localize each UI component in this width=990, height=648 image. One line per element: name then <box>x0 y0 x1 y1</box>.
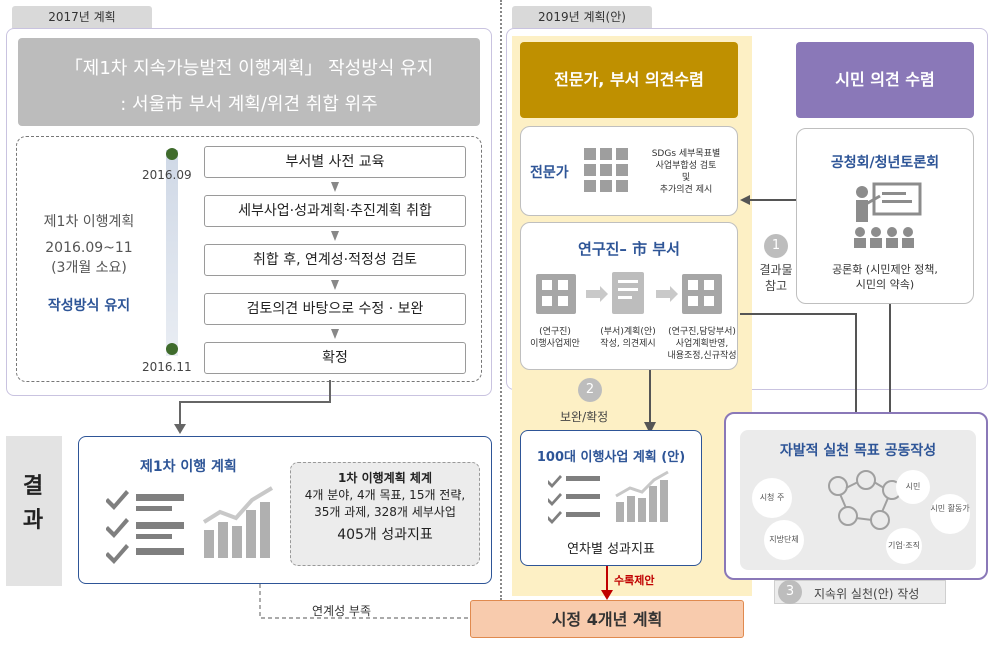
expert-header: 전문가, 부서 의견수렴 <box>520 42 738 118</box>
dept-process-icons <box>536 272 722 314</box>
goal-bubble-4: 지방단체 <box>764 520 804 560</box>
goal-bubble-3: 시민 활동가 <box>930 494 970 534</box>
plan100-bar-chart-icon <box>615 470 669 522</box>
side-info: 제1차 이행계획 2016.09~11 (3개월 소요) 작성방식 유지 <box>24 212 154 316</box>
forum-box <box>796 128 974 304</box>
expert-desc-3: 및 <box>681 173 691 183</box>
dept-item-2: (부서)계획(안) 작성, 의견제시 <box>592 326 664 350</box>
forum-desc: 공론화 (시민제안 정책, 시민의 약속) <box>796 262 974 292</box>
citizen-header: 시민 의견 수렴 <box>796 42 974 118</box>
left-header-line1: 「제1차 지속가능발전 이행계획」 작성방식 유지 <box>64 58 434 79</box>
system-line2: 35개 과제, 328개 세부사업 <box>314 505 456 519</box>
step1-text: 결과물 참고 <box>748 262 804 294</box>
people-network-icon <box>828 470 902 530</box>
step1-text-1: 결과물 <box>759 263 793 277</box>
result-label: 결과 <box>22 474 44 533</box>
timeline-start-dot <box>166 148 178 160</box>
step2-text: 보완/확정 <box>560 410 609 424</box>
process-frame <box>16 136 482 382</box>
result-plan-title: 제1차 이행 계획 <box>140 459 237 475</box>
dept-item-3-line2: 사업계획반영, <box>675 339 729 349</box>
dept-item-2-line1: (부서)계획(안) <box>600 327 656 337</box>
system-line1: 4개 분야, 4개 목표, 15개 전략, <box>304 488 466 502</box>
plan100-box <box>520 430 702 566</box>
result-checklist-icon <box>106 490 184 564</box>
forum-desc-2: 시민의 약속) <box>855 278 915 291</box>
side-duration: (3개월 소요) <box>51 260 127 276</box>
forum-title: 공청회/청년토론회 <box>830 155 940 171</box>
step1-text-2: 참고 <box>764 279 788 293</box>
expert-label: 전문가 <box>530 165 569 181</box>
date-end: 2016.11 <box>142 360 192 374</box>
result-bar-chart-icon <box>202 486 274 558</box>
dept-item-1-line1: (연구진) <box>539 327 571 337</box>
step3-pill <box>774 580 946 604</box>
side-period: 2016.09~11 <box>45 240 133 256</box>
step1-circle: 1 <box>764 234 788 258</box>
timeline-end-dot <box>166 343 178 355</box>
step-3: 취합 후, 연계성·적정성 검토 <box>204 244 466 276</box>
step3-circle: 3 <box>778 580 802 604</box>
step3-text: 지속위 실천(안) 작성 <box>814 587 920 601</box>
forum-desc-1: 공론화 (시민제안 정책, <box>832 263 938 276</box>
dept-title: 연구진– 市 부서 <box>578 240 680 258</box>
plan100-checklist-icon <box>548 475 600 524</box>
timeline-bar <box>166 150 178 356</box>
goal-bubble-2: 시민 <box>896 470 930 504</box>
result-system-box <box>290 462 480 566</box>
goal-title: 자발적 실천 목표 공동작성 <box>779 443 937 459</box>
expert-desc-4: 추가의견 제시 <box>659 185 713 195</box>
step-5: 확정 <box>204 342 466 374</box>
goal-bubble-5: 기업·조직 <box>886 528 922 564</box>
left-header: 「제1차 지속가능발전 이행계획」 작성방식 유지 : 서울市 부서 계획/위견… <box>18 38 480 126</box>
final-plan: 시정 4개년 계획 <box>470 600 744 638</box>
step-4: 검토의견 바탕으로 수정 · 보완 <box>204 293 466 325</box>
step2-circle: 2 <box>578 378 602 402</box>
plan100-sub: 연차별 성과지표 <box>567 542 655 557</box>
side-method: 작성방식 유지 <box>47 298 131 314</box>
submit-label: 수록제안 <box>614 574 655 587</box>
dept-item-1-line2: 이행사업제안 <box>530 339 580 349</box>
step-1: 부서별 사전 교육 <box>204 146 466 178</box>
tab-2017-plan: 2017년 계획 <box>12 6 152 28</box>
result-label-box <box>6 436 62 586</box>
step-2: 세부사업·성과계획·추진계획 취합 <box>204 195 466 227</box>
presenter-icon <box>854 182 922 248</box>
dept-item-3-line1: (연구진,담당부서) <box>668 327 736 337</box>
left-to-result-arrow <box>174 380 331 434</box>
expert-desc-2: 사업부합성 검토 <box>655 161 717 171</box>
date-start: 2016.09 <box>142 168 192 182</box>
submit-arrow <box>601 566 613 600</box>
dept-item-3-line3: 내용조정,신규작성 <box>667 351 737 361</box>
expert-desc: SDGs 세부목표별 사업부합성 검토 및 추가의견 제시 <box>640 148 732 196</box>
grid-people-icon <box>584 148 628 192</box>
system-title: 1차 이행계획 체계 <box>338 471 432 485</box>
goal-bubble-1: 시청 주 <box>752 478 792 518</box>
column-divider <box>500 0 502 600</box>
step-arrows <box>331 182 339 339</box>
link-note: 연계성 부족 <box>312 604 372 618</box>
dept-item-3: (연구진,담당부서) 사업계획반영, 내용조정,신규작성 <box>666 326 738 362</box>
plan100-title: 100대 이행사업 계획 (안) <box>536 450 686 465</box>
tab-2019-plan: 2019년 계획(안) <box>512 6 652 28</box>
result-system-text: 1차 이행계획 체계 4개 분야, 4개 목표, 15개 전략, 35개 과제,… <box>290 470 480 544</box>
side-title: 제1차 이행계획 <box>43 214 135 230</box>
expert-box <box>520 126 738 216</box>
system-line3: 405개 성과지표 <box>337 527 433 543</box>
dept-item-2-line2: 작성, 의견제시 <box>600 339 656 349</box>
dept-item-1: (연구진) 이행사업제안 <box>522 326 588 350</box>
expert-desc-1: SDGs 세부목표별 <box>651 149 721 159</box>
left-header-line2: : 서울市 부서 계획/위견 취합 위주 <box>120 94 378 115</box>
